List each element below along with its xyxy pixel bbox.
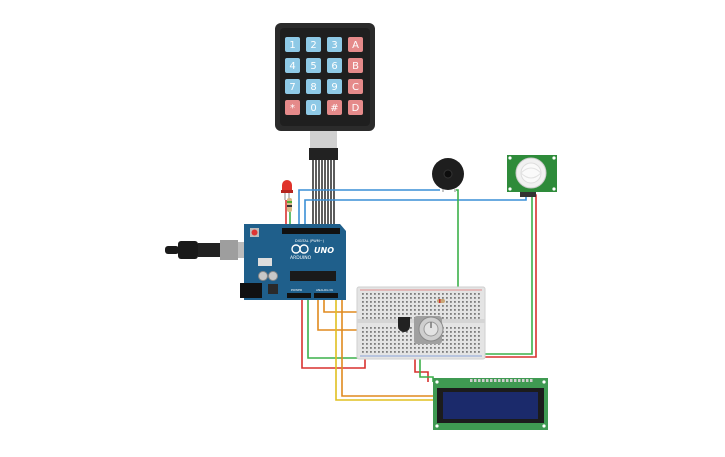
keypad-key-label: 6 xyxy=(331,61,337,72)
keypad-key-label: 2 xyxy=(310,40,316,51)
arduino-logo-text: ARDUINO xyxy=(290,255,312,261)
wire-orange-lcd[interactable] xyxy=(341,298,435,397)
keypad-keys: 1 2 3 A 4 5 6 B 7 8 9 C * 0 # D xyxy=(285,37,363,115)
keypad-key-7[interactable]: 7 xyxy=(285,79,300,94)
arduino-model-text: UNO xyxy=(314,246,334,255)
arduino-uno[interactable]: DIGITAL (PWM~) ARDUINO UNO POWER ANALOG … xyxy=(165,224,346,300)
breadboard-holes xyxy=(362,293,480,353)
keypad-key-1[interactable]: 1 xyxy=(285,37,300,52)
piezo-buzzer[interactable] xyxy=(432,158,464,192)
keypad-key-label: 3 xyxy=(331,40,337,51)
led-resistor[interactable] xyxy=(287,198,292,212)
lcd-screen xyxy=(443,392,538,419)
keypad-key-label: 5 xyxy=(310,61,316,72)
pir-sensor[interactable] xyxy=(507,155,557,197)
keypad-key-label: 4 xyxy=(289,61,295,72)
keypad-key-label: 0 xyxy=(310,103,316,114)
wire-green-pir[interactable] xyxy=(485,192,533,355)
digital-header xyxy=(282,228,340,234)
keypad-tail xyxy=(310,131,337,151)
keypad-key-B[interactable]: B xyxy=(348,58,363,73)
keypad-key-3[interactable]: 3 xyxy=(327,37,342,52)
keypad-key-4[interactable]: 4 xyxy=(285,58,300,73)
keypad-key-label: 9 xyxy=(331,82,337,93)
keypad-key-6[interactable]: 6 xyxy=(327,58,342,73)
reset-button[interactable] xyxy=(251,229,258,236)
keypad-key-2[interactable]: 2 xyxy=(306,37,321,52)
keypad-connector xyxy=(309,148,338,160)
keypad-key-label: # xyxy=(330,103,338,114)
keypad-key-0[interactable]: 0 xyxy=(306,100,321,115)
keypad-key-C[interactable]: C xyxy=(348,79,363,94)
keypad-key-label: * xyxy=(290,103,295,114)
lcd-16x2[interactable] xyxy=(433,378,548,430)
transistor[interactable] xyxy=(398,317,410,332)
power-header xyxy=(287,293,311,298)
dc-jack xyxy=(240,283,262,298)
arduino-logo xyxy=(291,244,309,254)
keypad-key-label: 7 xyxy=(289,82,295,93)
keypad-key-9[interactable]: 9 xyxy=(327,79,342,94)
keypad-key-label: 1 xyxy=(289,40,295,51)
analog-label: ANALOG IN xyxy=(316,288,333,292)
keypad-key-label: C xyxy=(352,82,359,93)
wire-yellow-lcd[interactable] xyxy=(335,298,435,401)
keypad-key-A[interactable]: A xyxy=(348,37,363,52)
breadboard-resistor[interactable] xyxy=(437,299,445,303)
keypad-key-label: 8 xyxy=(310,82,316,93)
analog-header xyxy=(314,293,338,298)
lcd-pin-header xyxy=(470,379,533,382)
wire-red-power[interactable] xyxy=(301,298,366,369)
power-label: POWER xyxy=(291,288,302,292)
potentiometer[interactable] xyxy=(414,316,444,344)
keypad-key-5[interactable]: 5 xyxy=(306,58,321,73)
wire-green-gnd[interactable] xyxy=(307,298,360,359)
keypad-key-*[interactable]: * xyxy=(285,100,300,115)
keypad-key-label: D xyxy=(352,103,360,114)
digital-header-label: DIGITAL (PWM~) xyxy=(295,239,325,243)
keypad-key-#[interactable]: # xyxy=(327,100,342,115)
wire-red-pir[interactable] xyxy=(485,191,537,358)
atmega-chip xyxy=(290,271,336,281)
keypad-key-D[interactable]: D xyxy=(348,100,363,115)
wire-blue-buzzer[interactable] xyxy=(298,189,440,240)
keypad-key-label: B xyxy=(352,61,359,72)
keypad-key-8[interactable]: 8 xyxy=(306,79,321,94)
red-led[interactable] xyxy=(281,180,293,200)
usb-cable xyxy=(165,240,244,260)
keypad-key-label: A xyxy=(352,40,359,51)
membrane-keypad[interactable]: 1 2 3 A 4 5 6 B 7 8 9 C * 0 # D xyxy=(275,23,375,160)
keypad-face xyxy=(280,28,370,126)
